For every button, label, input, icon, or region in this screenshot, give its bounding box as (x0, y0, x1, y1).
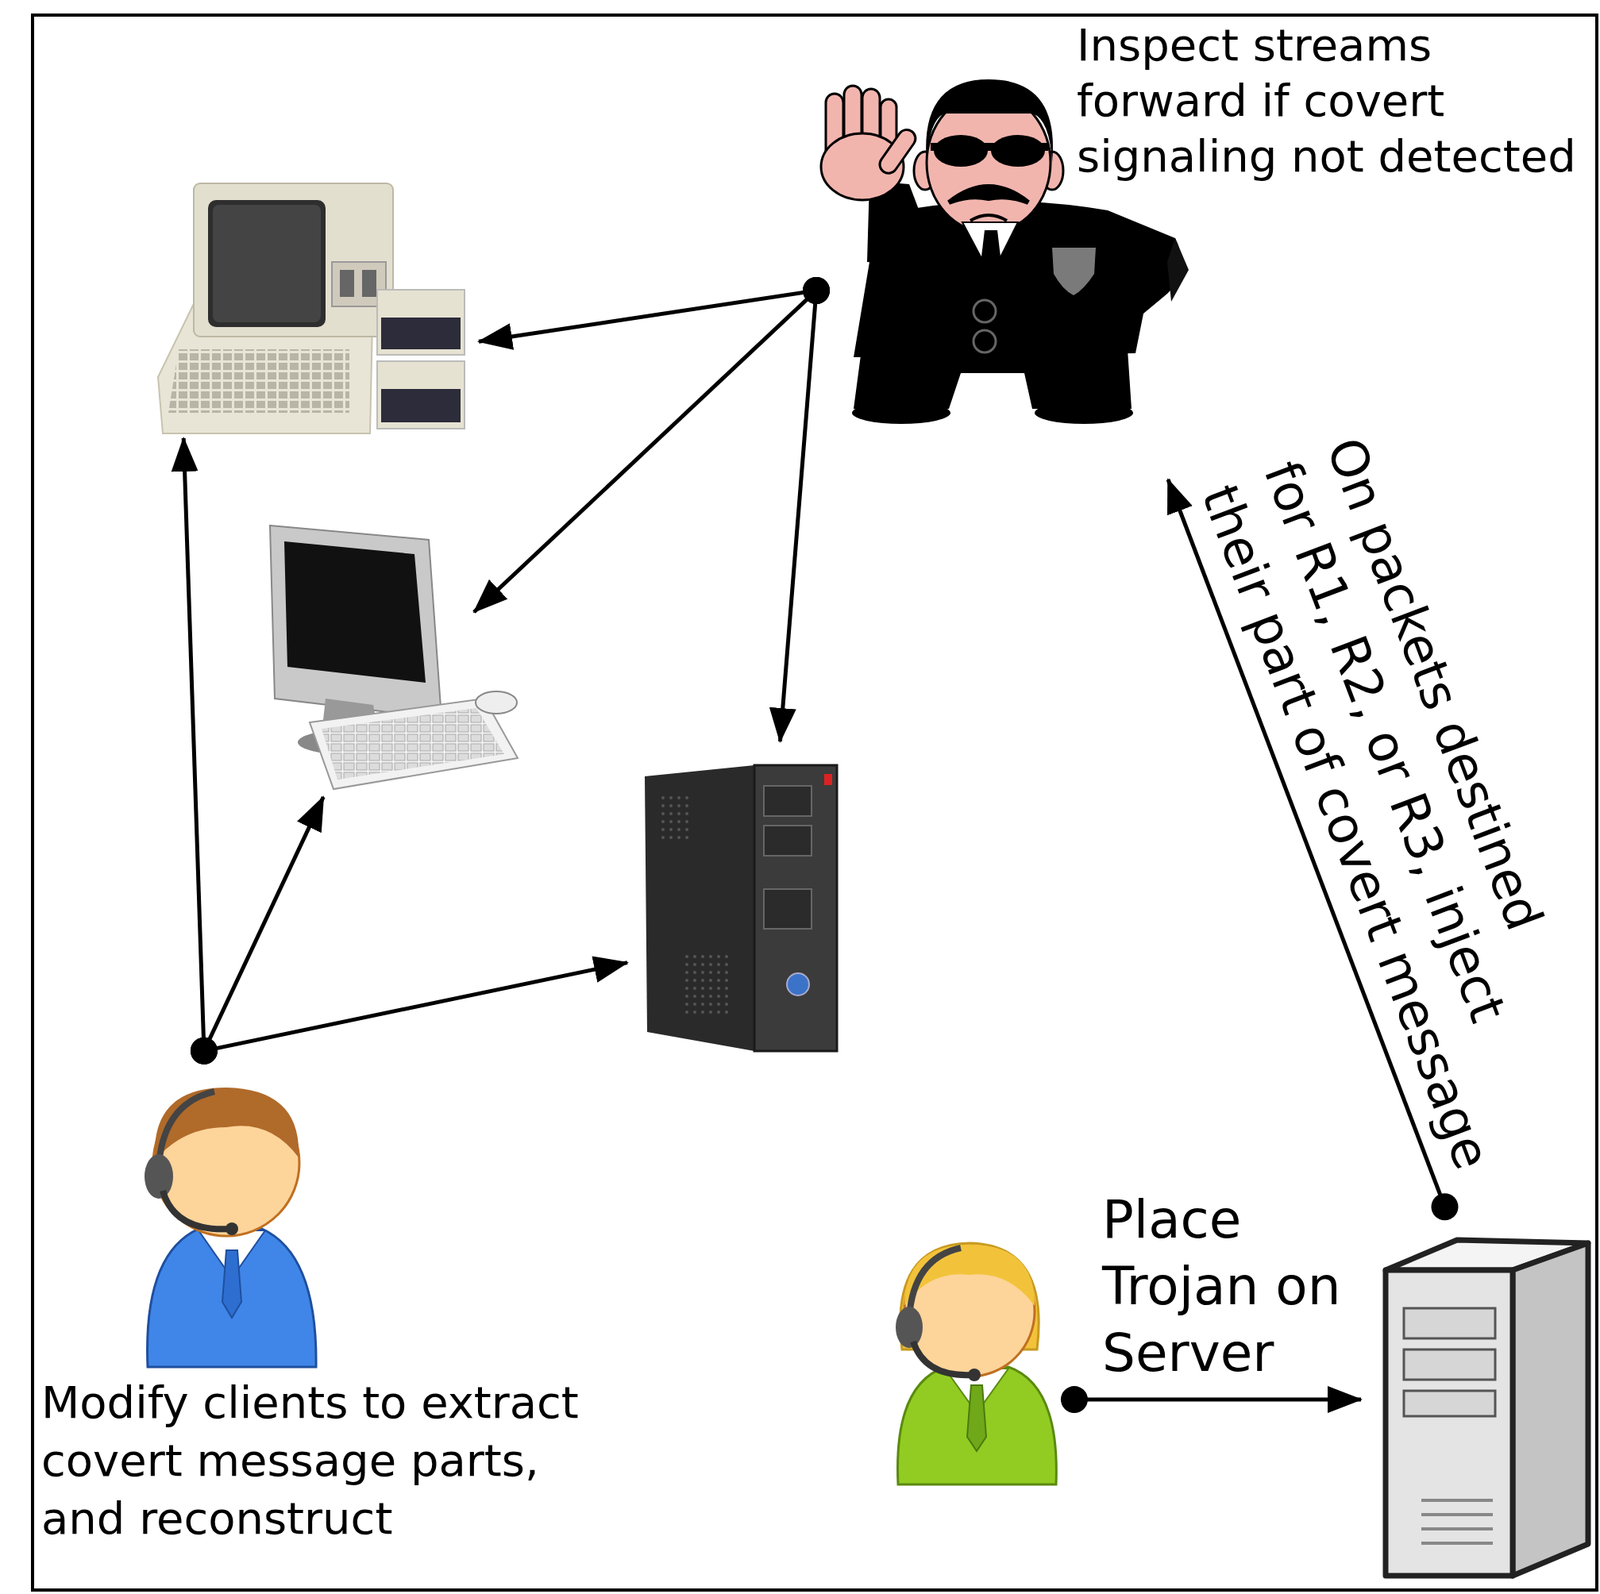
sender-person-part (913, 1341, 973, 1376)
source-dot (1060, 1386, 1088, 1414)
server-tower-part (1403, 1391, 1496, 1417)
tower-computer-part (682, 952, 731, 1017)
arrow-connector (183, 438, 205, 1052)
tower-computer-part (754, 765, 837, 1052)
tower-computer-part (763, 889, 812, 930)
guard-figure-part (1052, 247, 1096, 296)
receiver-person-part (222, 1250, 242, 1319)
receiver-person-part (225, 1222, 239, 1236)
edge-label-anchor: On packets destined for R1, R2, or R3, i… (1186, 428, 1600, 1235)
guard-figure-part (926, 92, 1051, 233)
client-computer-node (644, 765, 837, 1052)
receiver-node: Modify clients to extract covert message… (142, 1081, 322, 1368)
server-tower-part (1512, 1243, 1589, 1577)
arrow-connector (1074, 1398, 1361, 1403)
guard-figure-part (979, 230, 1003, 286)
guard-figure-part (876, 126, 920, 177)
sender-person-part (967, 1385, 987, 1452)
receiver-person-part (147, 1229, 317, 1368)
tower-computer-part (763, 786, 812, 817)
desktop-computer (269, 525, 518, 790)
arrow-connector (204, 797, 324, 1052)
guard-figure-part (973, 330, 996, 353)
retro-computer-part (193, 183, 394, 337)
guard-figure-part (973, 300, 996, 323)
retro-computer-part (208, 200, 326, 328)
guard-figure-part (925, 79, 1053, 163)
desktop-computer-part (284, 541, 426, 683)
retro-computer-part (168, 349, 350, 413)
source-dot (190, 1037, 218, 1065)
tower-computer-part (660, 794, 693, 842)
source-dot (802, 277, 830, 305)
receiver-person-part (158, 1091, 215, 1168)
server-node (1381, 1234, 1593, 1581)
guard-figure-part (1167, 238, 1189, 302)
retro-computer-part (362, 269, 377, 297)
retro-computer-part (212, 204, 321, 323)
sender-person-part (967, 1368, 981, 1382)
retro-computer-part (381, 389, 461, 423)
tower-computer-part (644, 765, 755, 1052)
arrow-connector (478, 290, 817, 342)
guard-figure-part (852, 401, 951, 425)
source-dot (802, 277, 830, 305)
desktop-computer-part (475, 691, 517, 714)
receiver-person-part (154, 1087, 299, 1161)
arrow-connector (204, 963, 628, 1052)
guard-node: Inspect streams forward if covert signal… (805, 76, 1189, 424)
edge-label-anchor: Place Trojan on Server (1102, 1187, 1396, 1388)
retro-computer-part (377, 361, 465, 429)
server-tower-part (1385, 1270, 1513, 1577)
sender-person (895, 1243, 1057, 1485)
tower-computer-part (763, 825, 812, 856)
client-computer-node (158, 178, 465, 434)
tower-computer-part (786, 973, 810, 996)
source-dot (802, 277, 830, 305)
guard-figure-part (1034, 401, 1134, 425)
server-tower-part (1403, 1308, 1496, 1339)
edge-label: On packets destined for R1, R2, or R3, i… (1186, 428, 1600, 1235)
sender-person-part (895, 1306, 923, 1349)
tower-computer (644, 765, 837, 1052)
retro-computer (158, 183, 465, 434)
guard-figure-part (970, 215, 1007, 221)
retro-computer-part (377, 289, 465, 355)
desktop-computer-part (269, 525, 442, 719)
sender-person-part (909, 1248, 961, 1319)
server-tower-part (1403, 1349, 1496, 1381)
client-computer-node (267, 522, 521, 791)
guard-figure-part (930, 142, 1049, 151)
edge-label: Place Trojan on Server (1102, 1187, 1396, 1388)
sender-person-part (897, 1367, 1057, 1485)
tower-computer-part (824, 774, 833, 786)
sender-node (892, 1245, 1061, 1485)
retro-computer-part (339, 269, 355, 297)
receiver-person-part (162, 1191, 231, 1230)
guard-note: Inspect streams forward if covert signal… (1076, 17, 1597, 185)
source-dot (190, 1037, 218, 1065)
wrap-spacer (1515, 971, 1600, 1188)
receiver-person (144, 1087, 317, 1368)
receiver-note: Modify clients to extract covert message… (41, 1373, 610, 1548)
arrow-connector (779, 290, 817, 742)
receiver-person-part (144, 1154, 174, 1200)
server-tower (1385, 1240, 1589, 1577)
retro-computer-part (381, 317, 461, 350)
desktop-computer-part (321, 708, 505, 780)
guard-figure-part (948, 186, 1029, 203)
arrow-connector (474, 290, 817, 613)
guard-figure-part (853, 349, 1132, 409)
server-tower-part (1421, 1500, 1493, 1544)
source-dot (1431, 1193, 1459, 1221)
source-dot (190, 1037, 218, 1065)
